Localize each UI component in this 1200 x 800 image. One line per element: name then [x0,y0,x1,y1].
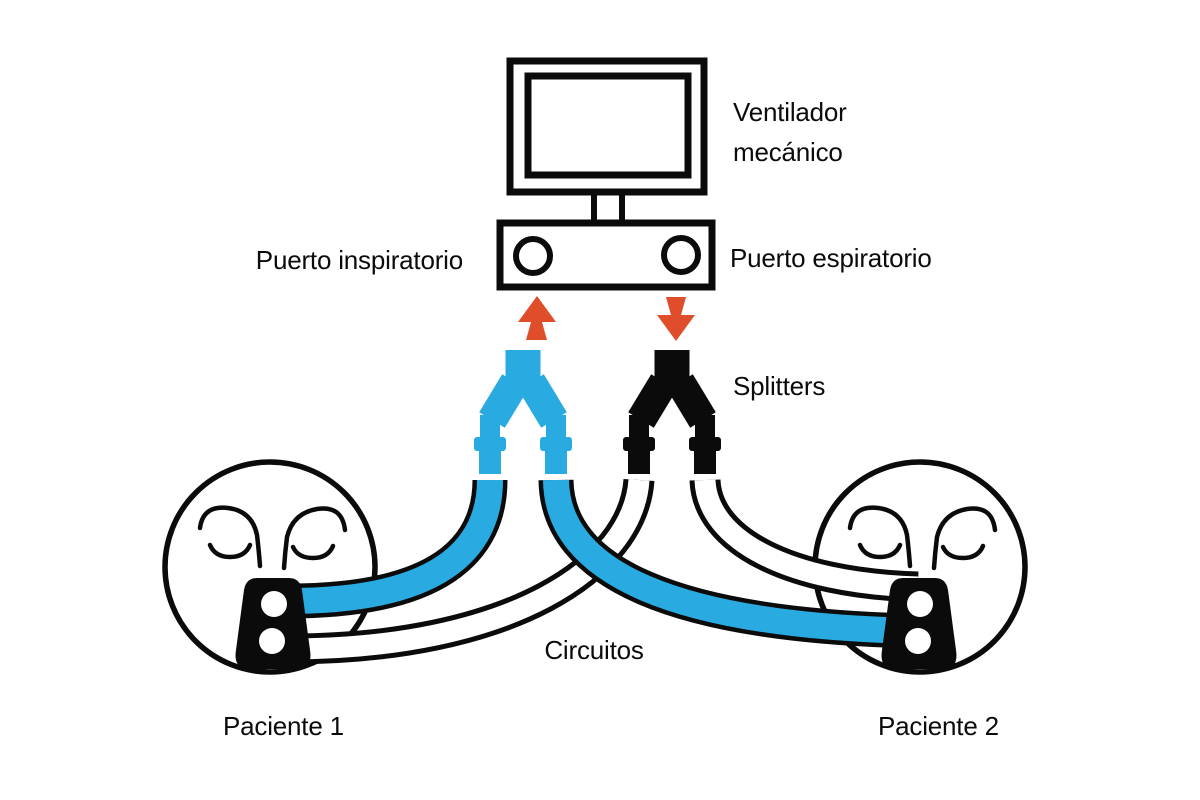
espiratory-port-circle [661,235,701,275]
ventilator-ports-box [496,219,716,291]
circuit-tubes [287,478,919,665]
arrow-down-icon [657,297,695,341]
white-circuit-patient2 [689,478,919,603]
blue-circuit-patient1 [287,479,508,619]
circuits-label: Circuitos [544,635,644,665]
ventilator-monitor [506,57,708,227]
inspiratory-port-label: Puerto inspiratorio [255,245,463,275]
ventilator-label: Ventilador mecánico [733,97,847,167]
espiratory-splitter [623,350,721,474]
inspiratory-splitter [474,350,572,474]
arrow-up-icon [518,296,556,340]
splitters-label: Splitters [733,371,826,401]
patient2-label: Paciente 2 [878,711,999,741]
espiratory-port-label: Puerto espiratorio [730,243,932,273]
patient2-mouthpiece [881,578,957,669]
monitor-screen [524,72,692,179]
patient1-label: Paciente 1 [223,711,344,741]
white-circuit-patient1 [287,478,655,665]
patient1-mouthpiece [235,578,311,669]
inspiratory-port-circle [513,236,553,276]
blue-circuit-patient2 [538,479,919,649]
